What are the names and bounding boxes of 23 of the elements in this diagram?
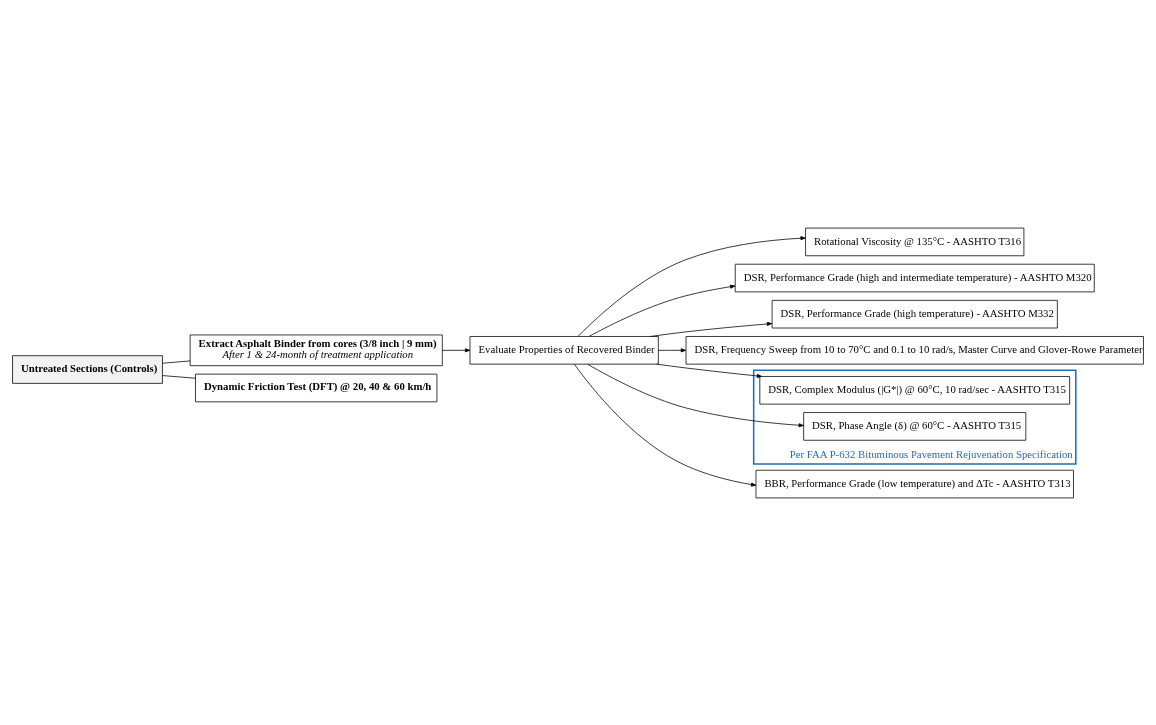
connector [162, 374, 196, 379]
node-box: DSR, Frequency Sweep from 10 to 70°C and 0.1 to 10 rad/s, Master Curve and Glover-Rowe Parameter [685, 335, 1144, 365]
node-box: DSR, Performance Grade (high temperature) - AASHTO M332 [771, 299, 1058, 328]
arrow [441, 347, 471, 352]
arrow [574, 363, 757, 487]
arrow [588, 284, 736, 337]
node-box: Untreated Sections (Controls) [12, 354, 163, 384]
node-box: Evaluate Properties of Recovered Binder [469, 335, 659, 365]
node-box: BBR, Performance Grade (low temperature) and ΔTc - AASHTO T313 [755, 469, 1074, 498]
node-box: DSR, Performance Grade (high and intermediate temperature) - AASHTO M320 [734, 263, 1095, 292]
node-box: Dynamic Friction Test (DFT) @ 20, 40 & 60 km/h [195, 373, 438, 402]
node-box: Rotational Viscosity @ 135°C - AASHTO T316 [805, 227, 1025, 256]
connector [162, 360, 191, 364]
cluster [752, 369, 1077, 465]
arrow [656, 363, 763, 378]
arrow [658, 347, 687, 352]
arrow [587, 363, 804, 427]
arrow [577, 235, 806, 337]
node-label: Per FAA P-632 Bituminous Pavement Rejuvenation Specification [789, 447, 1073, 460]
node-box: Extract Asphalt Binder from cores (3/8 inch | 9 mm) After 1 & 24-month of treatment application [189, 334, 443, 366]
arrow [650, 321, 773, 337]
node-box: DSR, Phase Angle (δ) @ 60°C - AASHTO T315 [803, 411, 1027, 441]
node-box: DSR, Complex Modulus (|G*|) @ 60°C, 10 rad/sec - AASHTO T315 [759, 375, 1071, 404]
